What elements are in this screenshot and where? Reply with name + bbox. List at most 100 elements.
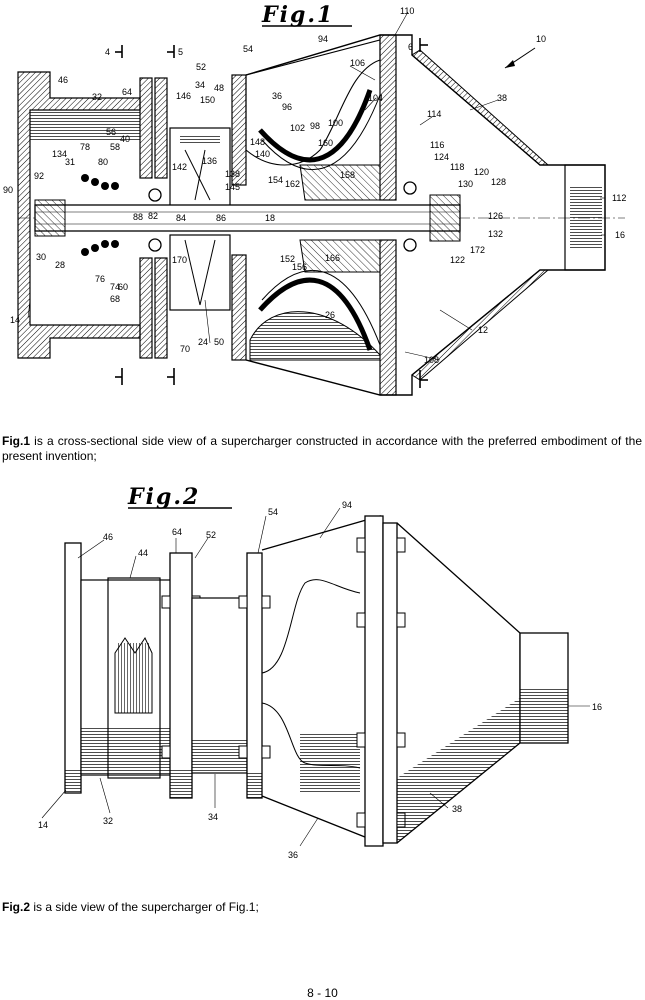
- fig1-label: 90: [3, 185, 13, 195]
- fig1-label: 78: [80, 142, 90, 152]
- fig1-label: 110: [400, 6, 414, 16]
- figure-2-caption-lead: Fig.2: [2, 900, 31, 914]
- fig1-label: 118: [450, 162, 464, 172]
- fig1-label: 24: [198, 337, 208, 347]
- fig1-label: 100: [328, 118, 343, 128]
- fig1-label: 4: [105, 47, 110, 57]
- fig1-label: 166: [325, 253, 340, 263]
- fig1-label: 16: [615, 230, 625, 240]
- figure-1-title: Fig.1: [261, 2, 334, 28]
- fig2-label: 16: [592, 702, 602, 712]
- fig1-label: 10: [536, 34, 546, 44]
- fig1-label: 162: [285, 179, 300, 189]
- fig1-label: 14: [10, 315, 20, 325]
- fig1-label: 152: [280, 254, 295, 264]
- figure-1-caption: Fig.1 is a cross-sectional side view of …: [2, 434, 642, 464]
- fig1-label: 18: [265, 213, 275, 223]
- fig2-label: 38: [452, 804, 462, 814]
- fig1-label: 48: [214, 83, 224, 93]
- fig1-label: 34: [195, 80, 205, 90]
- fig1-label: 140: [255, 149, 270, 159]
- fig1-label: 172: [470, 245, 485, 255]
- fig1-label: 158: [340, 170, 355, 180]
- fig2-label: 34: [208, 812, 218, 822]
- fig1-label: 122: [450, 255, 465, 265]
- fig1-label: 58: [110, 142, 120, 152]
- fig1-label: 126: [488, 211, 503, 221]
- fig1-label: 130: [458, 179, 473, 189]
- fig1-label: 5: [178, 47, 183, 57]
- fig1-label: 138: [225, 169, 240, 179]
- fig1-label: 106: [350, 58, 365, 68]
- fig2-label: 36: [288, 850, 298, 860]
- fig1-label: 30: [36, 252, 46, 262]
- fig2-label: 64: [172, 527, 182, 537]
- fig1-label: 60: [118, 282, 128, 292]
- figure-2-caption-text: is a side view of the supercharger of Fi…: [30, 900, 259, 914]
- figure-1-labels: 110 10 94 54 6 4 5 46 52 64 146 34 48 15…: [3, 6, 626, 365]
- page-number: 8 - 10: [307, 986, 338, 1000]
- fig1-label: 31: [65, 157, 75, 167]
- fig1-label: 50: [214, 337, 224, 347]
- fig2-label: 52: [206, 530, 216, 540]
- fig1-label: 76: [95, 274, 105, 284]
- fig2-label: 46: [103, 532, 113, 542]
- fig1-label: 154: [268, 175, 283, 185]
- fig1-label: 54: [243, 44, 253, 54]
- fig2-label: 14: [38, 820, 48, 830]
- fig1-label: 28: [55, 260, 65, 270]
- fig1-label: 112: [612, 193, 626, 203]
- figure-1-drawing: Fig.1: [0, 0, 645, 405]
- fig1-label: 80: [98, 157, 108, 167]
- fig1-label: 102: [290, 123, 305, 133]
- fig1-label: 170: [172, 255, 187, 265]
- fig1-label: 74: [110, 282, 120, 292]
- fig1-label: 92: [34, 171, 44, 181]
- fig1-label: 132: [488, 229, 503, 239]
- fig1-label: 82: [148, 211, 158, 221]
- figure-1-caption-text: is a cross-sectional side view of a supe…: [2, 434, 642, 463]
- fig1-label: 145: [225, 182, 240, 192]
- fig1-label: 36: [272, 91, 282, 101]
- fig2-label: 54: [268, 507, 278, 517]
- fig1-label: 84: [176, 213, 186, 223]
- fig1-label: 124: [434, 152, 449, 162]
- figure-2-drawing: Fig.2: [0, 478, 645, 873]
- fig1-label: 156: [292, 262, 307, 272]
- fig1-label: 94: [318, 34, 328, 44]
- fig1-label: 128: [491, 177, 506, 187]
- figure-2-title: Fig.2: [127, 484, 200, 510]
- fig1-label: 64: [122, 87, 132, 97]
- fig1-label: 32: [92, 92, 102, 102]
- fig1-label: 160: [318, 138, 333, 148]
- fig2-label: 32: [103, 816, 113, 826]
- fig1-label: 12: [478, 325, 488, 335]
- fig1-label: 136: [202, 156, 217, 166]
- fig1-label: 6: [408, 42, 413, 52]
- fig1-label: 108: [424, 355, 439, 365]
- fig1-label: 40: [120, 134, 130, 144]
- fig1-label: 116: [430, 140, 444, 150]
- fig1-label: 70: [180, 344, 190, 354]
- fig1-label: 104: [368, 93, 383, 103]
- fig1-label: 88: [133, 212, 143, 222]
- fig1-label: 68: [110, 294, 120, 304]
- fig1-label: 134: [52, 149, 67, 159]
- figure-2-caption: Fig.2 is a side view of the supercharger…: [2, 900, 642, 915]
- fig1-label: 114: [427, 109, 441, 119]
- figure-1-caption-lead: Fig.1: [2, 434, 31, 448]
- fig1-label: 120: [474, 167, 489, 177]
- fig1-label: 96: [282, 102, 292, 112]
- fig1-label: 98: [310, 121, 320, 131]
- fig1-label: 150: [200, 95, 215, 105]
- fig1-label: 52: [196, 62, 206, 72]
- figure-2-labels: 54 94 46 64 52 44 16 38 14 32 34 36: [38, 500, 602, 860]
- fig1-label: 26: [325, 310, 335, 320]
- fig1-label: 38: [497, 93, 507, 103]
- fig2-label: 94: [342, 500, 352, 510]
- fig1-label: 146: [176, 91, 191, 101]
- fig2-label: 44: [138, 548, 148, 558]
- fig1-label: 142: [172, 162, 187, 172]
- fig1-label: 148: [250, 137, 265, 147]
- fig1-label: 56: [106, 127, 116, 137]
